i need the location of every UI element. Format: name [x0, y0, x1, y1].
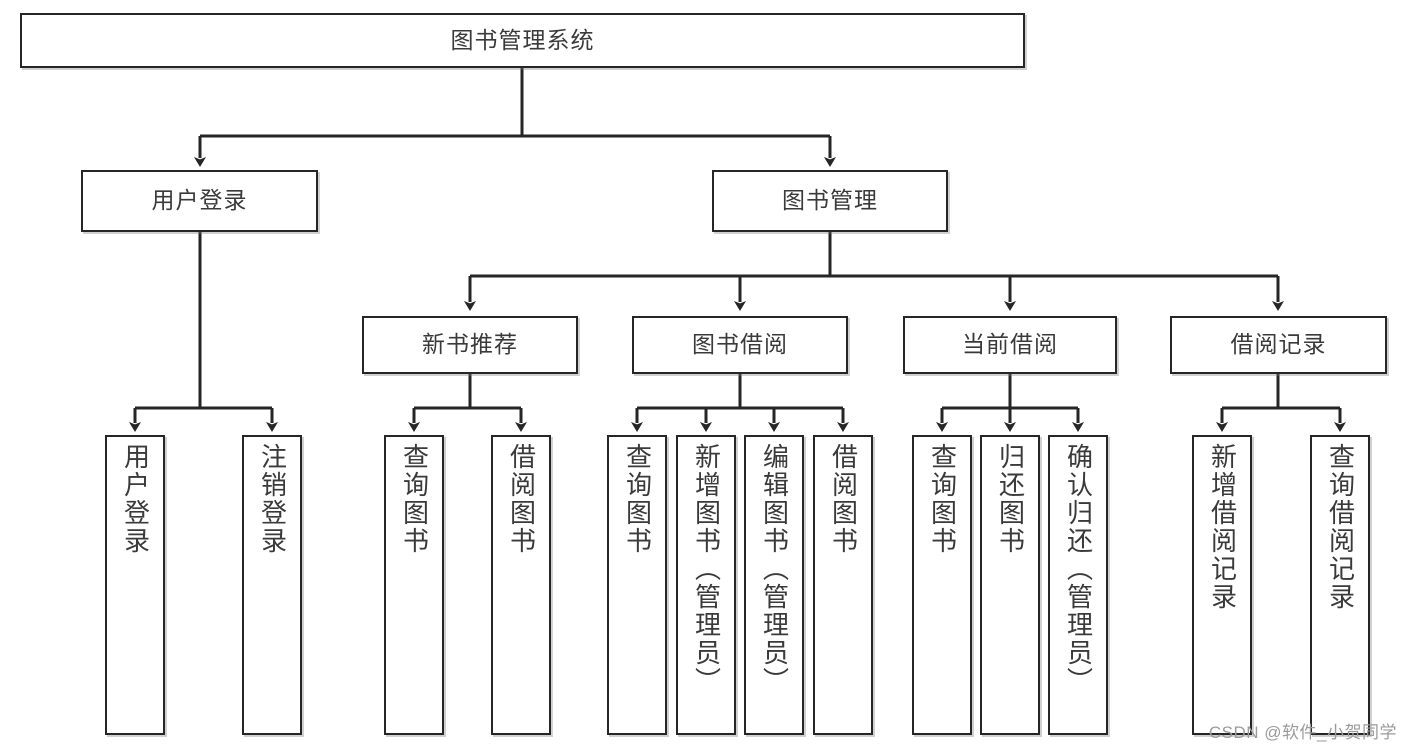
node-book-borrow-label: 图书借阅	[692, 331, 788, 358]
node-leaf-confirm-return-label: 确认归还（管理员）	[1063, 443, 1094, 695]
node-book-borrow[interactable]: 图书借阅	[632, 316, 848, 374]
node-leaf-add-book[interactable]: 新增图书（管理员）	[676, 435, 736, 735]
node-leaf-borrow-book-2[interactable]: 借阅图书	[813, 435, 873, 735]
node-leaf-return-book-label: 归还图书	[995, 443, 1026, 555]
node-borrow-record-label: 借阅记录	[1230, 331, 1327, 358]
node-borrow-record[interactable]: 借阅记录	[1170, 316, 1387, 374]
node-leaf-query-book-3[interactable]: 查询图书	[912, 435, 972, 735]
node-leaf-query-book-2[interactable]: 查询图书	[607, 435, 667, 735]
node-current-borrow-label: 当前借阅	[962, 331, 1058, 358]
node-leaf-query-book-1[interactable]: 查询图书	[384, 435, 444, 735]
node-leaf-query-book-3-label: 查询图书	[927, 443, 958, 555]
node-leaf-edit-book[interactable]: 编辑图书（管理员）	[744, 435, 804, 735]
node-leaf-add-book-label: 新增图书（管理员）	[691, 443, 722, 695]
node-root-label: 图书管理系统	[450, 26, 595, 53]
node-leaf-query-book-2-label: 查询图书	[622, 443, 653, 555]
node-leaf-borrow-book-1-label: 借阅图书	[506, 443, 537, 555]
node-leaf-user-login[interactable]: 用户登录	[105, 435, 165, 735]
node-leaf-logout[interactable]: 注销登录	[242, 435, 302, 735]
node-leaf-borrow-book-2-label: 借阅图书	[828, 443, 859, 555]
node-book-manage-label: 图书管理	[782, 187, 878, 214]
node-current-borrow[interactable]: 当前借阅	[903, 316, 1117, 374]
node-leaf-query-book-1-label: 查询图书	[399, 443, 430, 555]
node-book-manage[interactable]: 图书管理	[712, 170, 948, 232]
node-leaf-user-login-label: 用户登录	[120, 443, 151, 555]
node-leaf-confirm-return[interactable]: 确认归还（管理员）	[1048, 435, 1108, 735]
node-leaf-borrow-book-1[interactable]: 借阅图书	[491, 435, 551, 735]
node-leaf-logout-label: 注销登录	[257, 443, 288, 555]
node-leaf-edit-book-label: 编辑图书（管理员）	[759, 443, 790, 695]
node-user-login[interactable]: 用户登录	[81, 170, 318, 232]
node-new-book-rec[interactable]: 新书推荐	[362, 316, 578, 374]
node-leaf-add-record-label: 新增借阅记录	[1207, 443, 1238, 611]
node-new-book-rec-label: 新书推荐	[422, 331, 518, 358]
node-leaf-query-record-label: 查询借阅记录	[1325, 443, 1356, 611]
node-leaf-add-record[interactable]: 新增借阅记录	[1192, 435, 1252, 735]
node-leaf-return-book[interactable]: 归还图书	[980, 435, 1040, 735]
node-root[interactable]: 图书管理系统	[20, 13, 1025, 68]
node-leaf-query-record[interactable]: 查询借阅记录	[1310, 435, 1370, 735]
node-user-login-label: 用户登录	[151, 187, 248, 214]
